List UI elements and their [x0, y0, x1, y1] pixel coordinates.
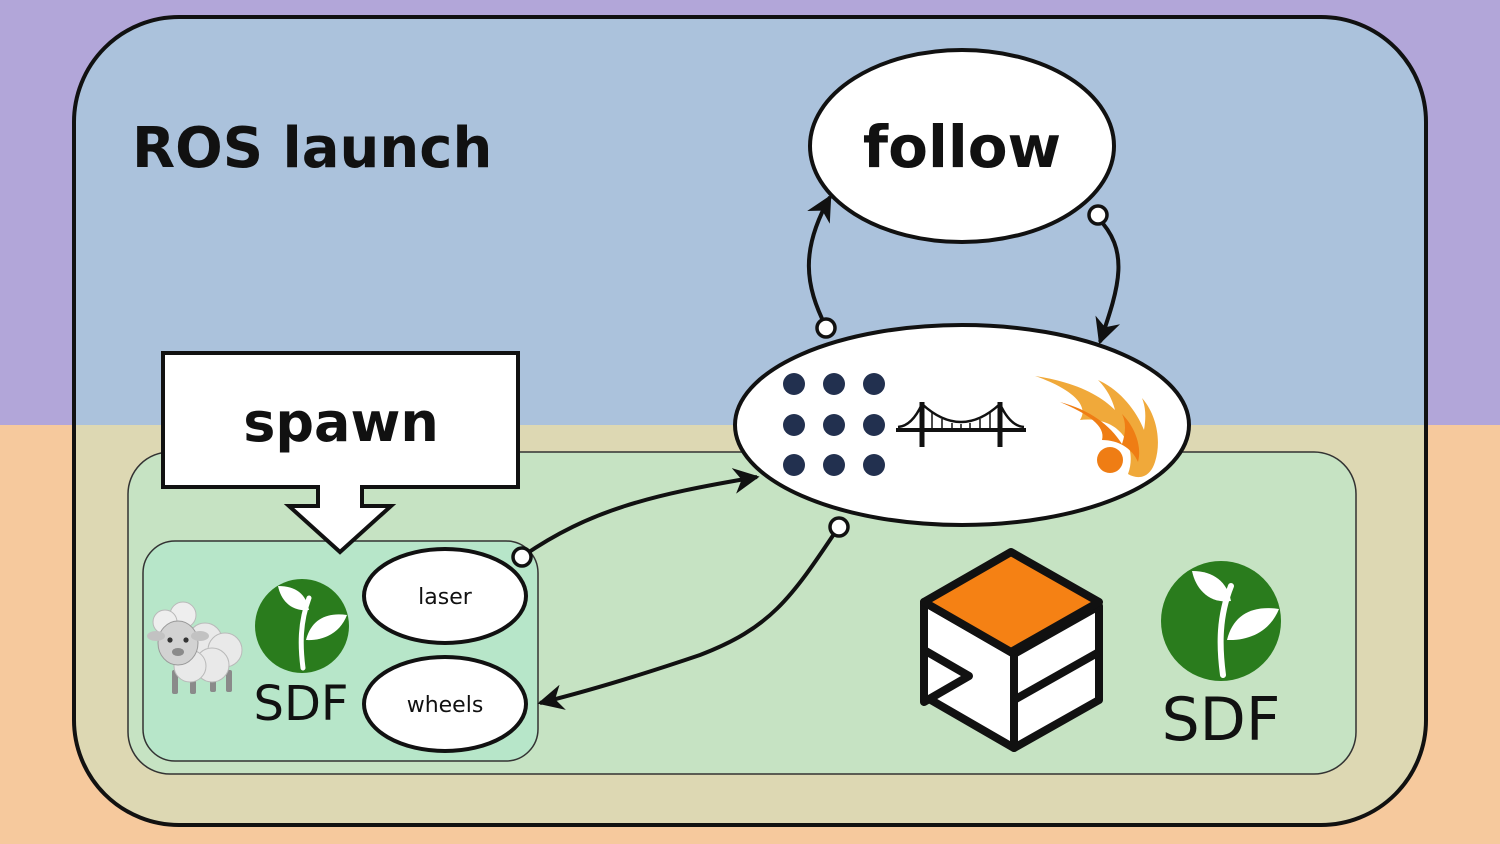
sdf-small-label: SDF [253, 676, 348, 732]
bridge-icon [896, 401, 1026, 447]
sdf-large-sprout-icon [1161, 561, 1281, 681]
follow-label: follow [863, 113, 1061, 181]
gazebo-icon [920, 548, 1103, 752]
sdf-large-label: SDF [1162, 685, 1281, 755]
sheep-icon [147, 601, 243, 694]
laser-label: laser [418, 585, 473, 610]
laser-node[interactable] [362, 547, 528, 645]
bridge-to-follow-arrow [806, 194, 832, 328]
spawn-label: spawn [243, 391, 439, 454]
bridge-wheels-port [828, 516, 850, 538]
ros-gz-bridge-node[interactable] [733, 323, 1191, 527]
follow-publisher-port [1087, 204, 1109, 226]
ros-launch-title: ROS launch [132, 116, 492, 181]
wheels-label: wheels [407, 693, 484, 718]
laser-to-bridge-arrow [521, 468, 760, 558]
ignition-fuel-icon [1035, 376, 1158, 478]
follow-to-bridge-arrow [1095, 215, 1121, 345]
wheels-node[interactable] [362, 655, 528, 753]
sdf-sprout-icon [255, 579, 349, 673]
spawn-callout[interactable] [161, 351, 520, 555]
bridge-publisher-port [815, 317, 837, 339]
bridge-to-wheels-arrow [537, 526, 840, 710]
ros-launch-border [72, 15, 1428, 827]
follow-node[interactable] [808, 48, 1116, 244]
laser-publisher-port [511, 546, 533, 568]
ros-dots-icon [783, 373, 885, 476]
